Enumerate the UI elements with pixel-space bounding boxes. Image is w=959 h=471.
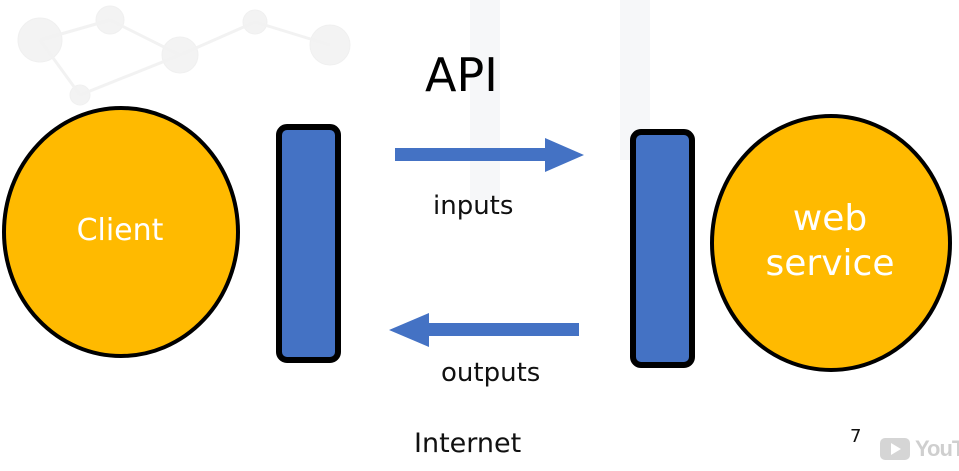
service-api-gate — [630, 129, 695, 368]
client-label: Client — [76, 213, 164, 248]
web-service-label: web service — [740, 196, 920, 286]
slide-page-number: 7 — [850, 426, 862, 447]
web-service-label-line1: web — [792, 198, 868, 239]
client-ellipse — [2, 106, 240, 358]
youtube-watermark: YouTu — [880, 436, 959, 462]
outputs-label: outputs — [441, 358, 541, 388]
inputs-label: inputs — [433, 191, 514, 221]
internet-label: Internet — [414, 428, 522, 459]
outputs-arrow — [389, 313, 579, 347]
client-api-gate — [276, 124, 341, 363]
web-service-label-line2: service — [765, 243, 895, 284]
youtube-watermark-text: YouTu — [915, 436, 959, 461]
web-service-ellipse — [710, 114, 952, 372]
youtube-play-icon — [880, 438, 910, 460]
inputs-arrow — [395, 138, 584, 172]
diagram-title: API — [425, 48, 498, 102]
